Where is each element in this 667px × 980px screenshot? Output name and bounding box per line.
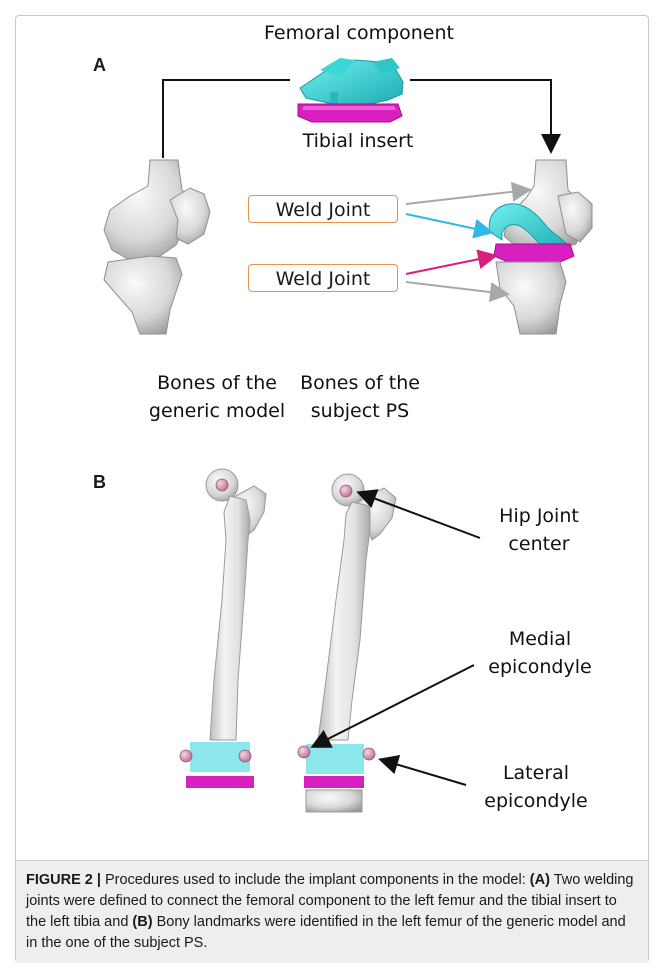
- generic-femur: [180, 469, 266, 788]
- caption-b-label: (B): [132, 914, 152, 930]
- subject-knee-bones: [489, 160, 592, 334]
- panel-b-letter: B: [93, 472, 106, 493]
- subject-caption-line-1: Bones of the: [300, 372, 420, 394]
- medial-epicondyle-label-line-2: epicondyle: [488, 656, 591, 678]
- medial-epicondyle-label-line-1: Medial: [509, 628, 571, 650]
- tibial-insert-label: Tibial insert: [303, 130, 414, 152]
- femoral-component-label: Femoral component: [264, 22, 454, 44]
- generic-knee-bones: [104, 160, 210, 334]
- generic-caption-line-1: Bones of the: [157, 372, 277, 394]
- figure-caption-label: FIGURE 2 |: [26, 872, 101, 888]
- figure-caption: FIGURE 2 | Procedures used to include th…: [26, 870, 638, 954]
- implant-model: [298, 58, 403, 122]
- caption-a-label: (A): [530, 872, 550, 888]
- hip-joint-label-line-1: Hip Joint: [499, 505, 579, 527]
- lateral-epicondyle-label-line-2: epicondyle: [484, 790, 587, 812]
- weld-joint-box-1: Weld Joint: [248, 195, 398, 223]
- weld-joint-box-2: Weld Joint: [248, 264, 398, 292]
- subject-femur: [298, 474, 396, 812]
- lateral-epicondyle-label-line-1: Lateral: [503, 762, 569, 784]
- panel-a-letter: A: [93, 55, 106, 76]
- generic-caption-line-2: generic model: [149, 400, 285, 422]
- hip-joint-label-line-2: center: [508, 533, 569, 555]
- caption-text-1: Procedures used to include the implant c…: [101, 872, 530, 888]
- subject-caption-line-2: subject PS: [311, 400, 409, 422]
